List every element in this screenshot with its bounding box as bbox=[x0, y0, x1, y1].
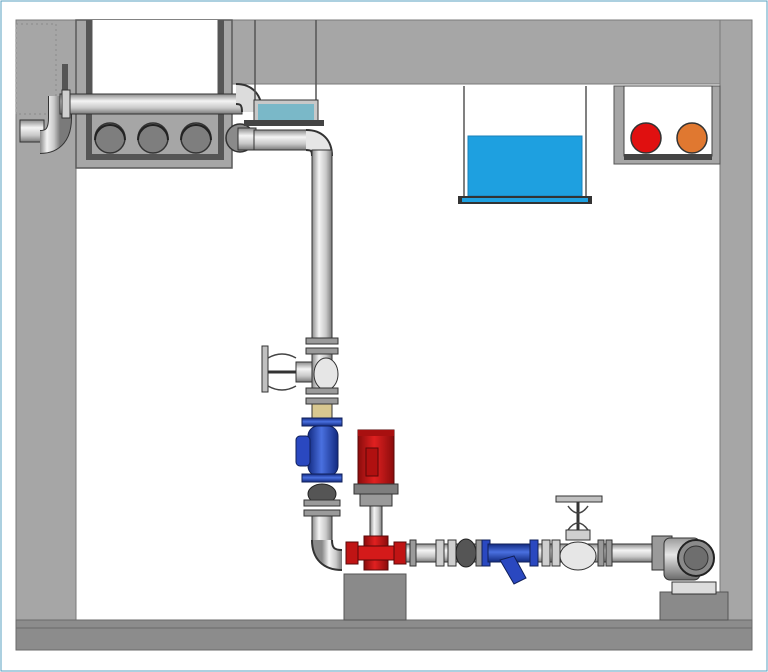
ceiling-pipe-3 bbox=[180, 122, 212, 154]
water-tank bbox=[458, 86, 592, 204]
water-level bbox=[468, 136, 582, 196]
ceiling-pipe-1 bbox=[94, 122, 126, 154]
riser-pipe bbox=[253, 129, 333, 341]
gate-valve-upper bbox=[261, 337, 339, 421]
motor-icon bbox=[651, 535, 729, 621]
pump-pedestal bbox=[343, 573, 407, 621]
ceiling-pipe-2 bbox=[137, 122, 169, 154]
check-valve bbox=[295, 417, 343, 517]
pump-suction-pipe bbox=[311, 515, 343, 571]
floor-slab bbox=[15, 619, 753, 651]
red-indicator-icon bbox=[630, 122, 662, 154]
vertical-pump-icon bbox=[345, 429, 407, 571]
indicator-panel bbox=[613, 85, 721, 165]
upper-tank bbox=[244, 20, 324, 126]
motor-pedestal bbox=[659, 591, 729, 621]
gate-valve-discharge bbox=[555, 495, 613, 571]
y-strainer-icon bbox=[481, 539, 561, 585]
right-wall bbox=[719, 19, 753, 621]
orange-indicator-icon bbox=[676, 122, 708, 154]
overhead-pipe bbox=[19, 83, 263, 154]
